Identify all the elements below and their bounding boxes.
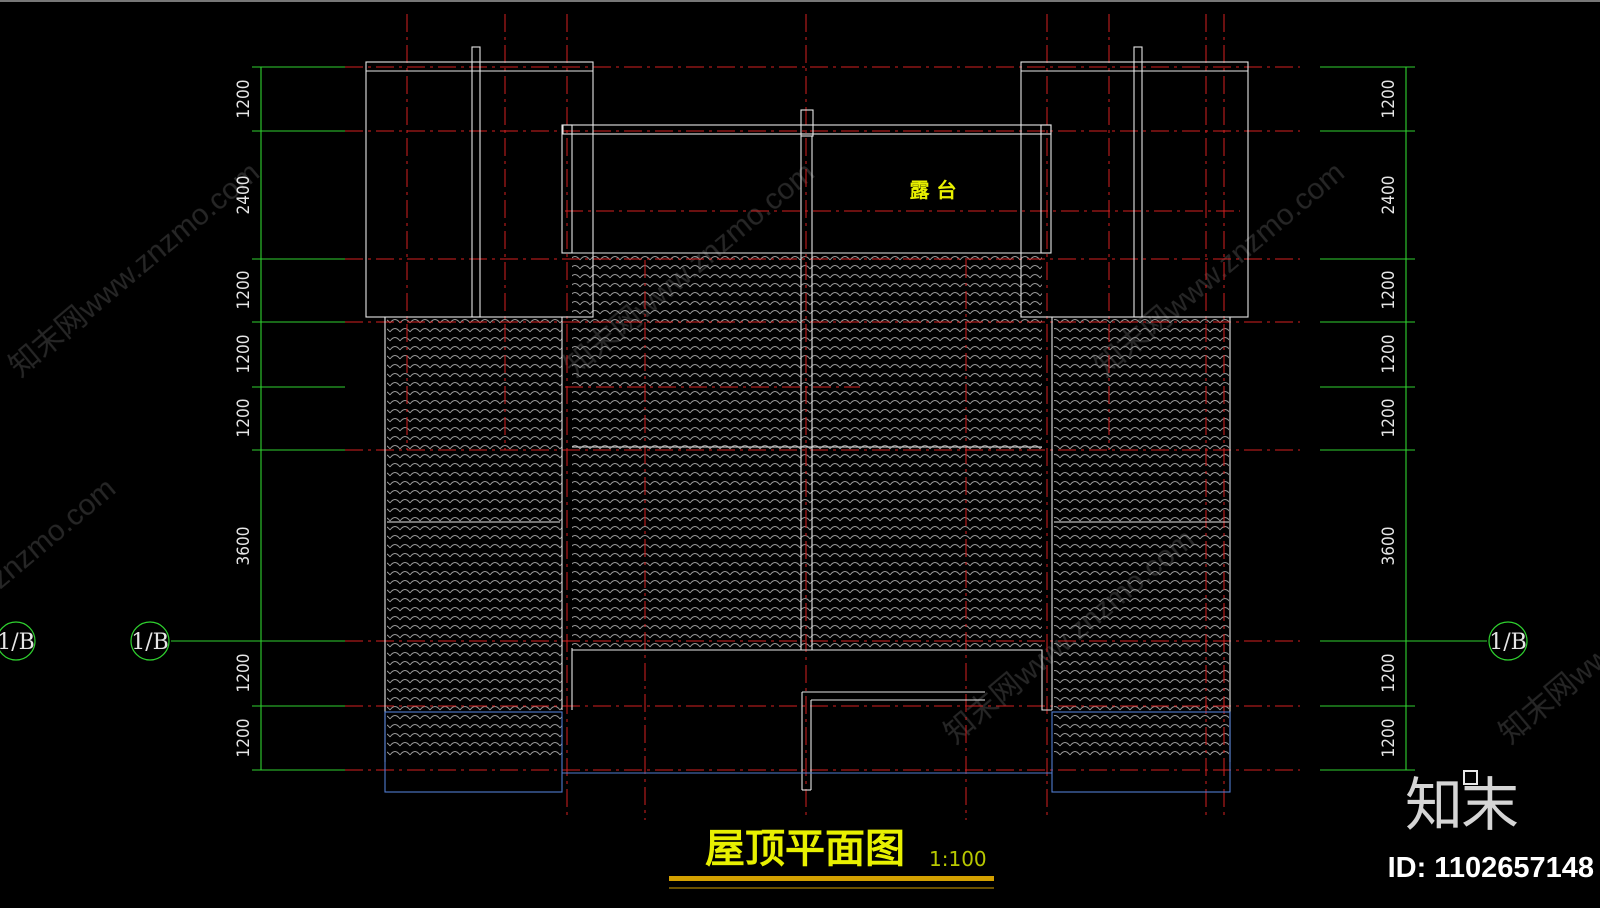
dimension-chain-left	[171, 66, 345, 771]
ridge-right	[1133, 46, 1143, 318]
terrace-post-right	[1040, 124, 1052, 254]
terrace-post-mid	[800, 109, 814, 137]
dim-text: 1200	[234, 399, 254, 438]
terrace-post-left	[561, 124, 573, 254]
dim-text: 1200	[1379, 80, 1399, 119]
axis-bubbles: 1/B 1/B 1/B	[0, 621, 1528, 661]
title-underline	[669, 876, 994, 881]
dim-text: 1200	[234, 719, 254, 758]
image-id: ID: 1102657148	[1387, 852, 1594, 884]
drawing-scale: 1:100	[929, 847, 987, 871]
dim-text: 2400	[1379, 176, 1399, 215]
dim-text: 1200	[1379, 719, 1399, 758]
dim-text: 1200	[1379, 399, 1399, 438]
dim-text: 1200	[1379, 335, 1399, 374]
dim-text: 1200	[234, 271, 254, 310]
terrace-label: 露 台	[910, 178, 957, 202]
dimension-labels-right: 1200 2400 1200 1200 1200 3600 1200 1200	[1379, 80, 1399, 758]
axis-label: 1/B	[131, 630, 169, 655]
building-outline	[365, 46, 1249, 791]
dim-text: 1200	[234, 80, 254, 119]
dim-text: 2400	[234, 176, 254, 215]
drawing-title: 屋顶平面图	[705, 826, 905, 872]
title-block: 屋顶平面图 1:100	[669, 826, 994, 889]
dim-text: 3600	[1379, 527, 1399, 566]
brand-logo: 知末	[1405, 770, 1535, 839]
dimension-chain-right	[1320, 66, 1487, 771]
brand-logo-text: 知末	[1405, 771, 1519, 839]
watermark: znzmo.com	[0, 471, 122, 595]
tile-area-center	[572, 253, 1042, 648]
window-top-border	[0, 0, 1600, 2]
dim-text: 3600	[234, 527, 254, 566]
roof-tile-hatch	[387, 253, 1229, 760]
dim-text: 1200	[234, 335, 254, 374]
dim-text: 1200	[1379, 271, 1399, 310]
axis-label: 1/B	[0, 630, 35, 655]
tile-area-left	[387, 318, 562, 760]
axis-label: 1/B	[1489, 630, 1527, 655]
tile-area-right	[1054, 318, 1229, 760]
dim-text: 1200	[234, 654, 254, 693]
ridge-left	[471, 46, 481, 318]
terrace-parapet	[562, 124, 1052, 135]
dimension-labels-left: 1200 2400 1200 1200 1200 3600 1200 1200	[234, 80, 254, 758]
dim-text: 1200	[1379, 654, 1399, 693]
eave-edges	[384, 711, 1231, 793]
brand-logo-mark	[1463, 770, 1478, 785]
axis-grid-lines	[345, 14, 1300, 820]
watermark: 知末网www.znzmo.com	[3, 156, 266, 384]
